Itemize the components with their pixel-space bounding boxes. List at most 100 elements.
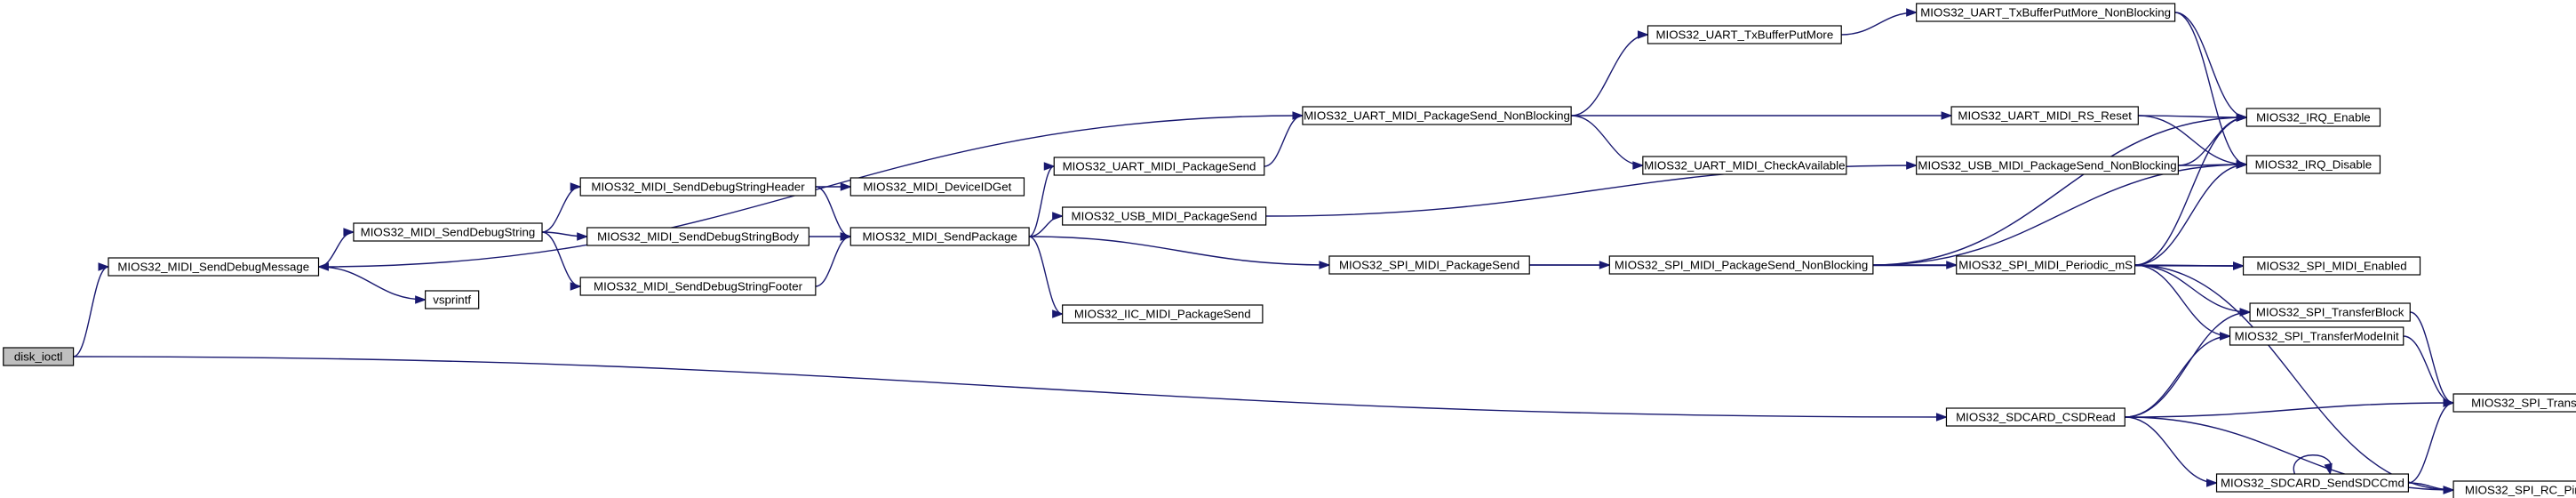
node-box[interactable] xyxy=(3,347,75,366)
node-uart-txbufferputmore[interactable]: MIOS32_UART_TxBufferPutMore xyxy=(1647,25,1842,44)
node-disk-ioctl[interactable]: disk_ioctl xyxy=(3,347,75,366)
node-senddebugstringfooter[interactable]: MIOS32_MIDI_SendDebugStringFooter xyxy=(579,277,817,296)
node-box[interactable] xyxy=(1950,106,2139,125)
node-box[interactable] xyxy=(1916,3,2176,22)
edge-line xyxy=(1841,12,1917,36)
node-label: MIOS32_MIDI_SendDebugStringHeader xyxy=(591,181,805,194)
node-label: MIOS32_MIDI_SendDebugStringBody xyxy=(597,230,799,244)
edge-line xyxy=(2134,264,2454,491)
node-spi-midi-packagesend[interactable]: MIOS32_SPI_MIDI_PackageSend xyxy=(1328,255,1530,275)
node-box[interactable] xyxy=(2215,473,2409,493)
node-uart-midi-packagesend-nonblocking[interactable]: MIOS32_UART_MIDI_PackageSend_NonBlocking xyxy=(1302,106,1572,125)
node-box[interactable] xyxy=(1062,304,1264,324)
node-box[interactable] xyxy=(579,177,817,197)
node-box[interactable] xyxy=(1608,255,1874,275)
arrowhead xyxy=(98,262,110,271)
node-senddebugstringbody[interactable]: MIOS32_MIDI_SendDebugStringBody xyxy=(586,227,809,246)
node-spi-transferblock[interactable]: MIOS32_SPI_TransferBlock xyxy=(2249,302,2411,322)
edge-spi-midi-periodic-ms-to-spi-midi-enabled xyxy=(2134,261,2245,270)
arrowhead xyxy=(343,228,355,237)
edge-uart-midi-packagesend-nonblocking-to-uart-txbufferputmore xyxy=(1571,30,1649,116)
node-senddebugmessage[interactable]: MIOS32_MIDI_SendDebugMessage xyxy=(108,257,320,277)
edge-line xyxy=(2410,311,2454,404)
node-box[interactable] xyxy=(849,177,1025,197)
node-label: MIOS32_SPI_TransferBlock xyxy=(2256,306,2405,319)
node-box[interactable] xyxy=(2452,480,2576,498)
node-sendpackage[interactable]: MIOS32_MIDI_SendPackage xyxy=(849,227,1030,246)
arrowhead xyxy=(1632,161,1645,170)
node-irq-enable[interactable]: MIOS32_IRQ_Enable xyxy=(2245,108,2381,127)
node-uart-txbufferputmore-nonblocking[interactable]: MIOS32_UART_TxBufferPutMore_NonBlocking xyxy=(1916,3,2176,22)
node-uart-midi-rs-reset[interactable]: MIOS32_UART_MIDI_RS_Reset xyxy=(1950,106,2139,125)
node-box[interactable] xyxy=(2245,108,2381,127)
node-senddebugstringheader[interactable]: MIOS32_MIDI_SendDebugStringHeader xyxy=(579,177,817,197)
node-box[interactable] xyxy=(1945,407,2125,427)
node-box[interactable] xyxy=(353,222,543,242)
node-box[interactable] xyxy=(1647,25,1842,44)
node-label: MIOS32_SPI_MIDI_Enabled xyxy=(2256,260,2406,273)
node-box[interactable] xyxy=(1642,156,1847,175)
node-box[interactable] xyxy=(1328,255,1530,275)
node-label: MIOS32_MIDI_SendPackage xyxy=(862,230,1017,244)
node-spi-midi-packagesend-nonblocking[interactable]: MIOS32_SPI_MIDI_PackageSend_NonBlocking xyxy=(1608,255,1874,275)
node-usb-midi-packagesend[interactable]: MIOS32_USB_MIDI_PackageSend xyxy=(1062,206,1267,226)
node-spi-midi-enabled[interactable]: MIOS32_SPI_MIDI_Enabled xyxy=(2242,256,2421,276)
edge-line xyxy=(815,186,851,237)
edge-line xyxy=(1029,236,1329,266)
node-label: MIOS32_SPI_TransferModeInit xyxy=(2235,330,2399,343)
node-label: MIOS32_IIC_MIDI_PackageSend xyxy=(1074,308,1251,321)
node-box[interactable] xyxy=(2229,326,2405,346)
edge-line xyxy=(2408,402,2454,484)
arrowhead xyxy=(1906,161,1918,170)
node-box[interactable] xyxy=(425,290,480,309)
node-sdcard-sendsdccmd[interactable]: MIOS32_SDCARD_SendSDCCmd xyxy=(2215,473,2409,493)
node-box[interactable] xyxy=(586,227,809,246)
node-box[interactable] xyxy=(1916,156,2179,175)
arrowhead xyxy=(2233,261,2245,270)
edge-line xyxy=(2134,264,2244,267)
edge-sdcard-sendsdccmd-to-spi-rc-pinset xyxy=(2408,482,2455,494)
arrowhead xyxy=(1935,413,1948,422)
node-box[interactable] xyxy=(1302,106,1572,125)
edge-line xyxy=(2134,264,2251,313)
edge-sdcard-sendsdccmd-to-sdcard-sendsdccmd xyxy=(2293,454,2333,476)
edge-sendpackage-to-uart-midi-packagesend xyxy=(1028,162,1056,237)
node-spi-transfermodeinit[interactable]: MIOS32_SPI_TransferModeInit xyxy=(2229,326,2405,346)
node-spi-transferbyte[interactable]: MIOS32_SPI_TransferByte xyxy=(2452,393,2576,413)
edge-line xyxy=(2138,115,2247,165)
node-box[interactable] xyxy=(2249,302,2411,322)
edge-uart-midi-packagesend-nonblocking-to-uart-midi-rs-reset xyxy=(1571,111,1953,120)
node-spi-midi-periodic-ms[interactable]: MIOS32_SPI_MIDI_Periodic_mS xyxy=(1956,255,2136,275)
edge-line xyxy=(2125,402,2454,418)
node-box[interactable] xyxy=(579,277,817,296)
node-box[interactable] xyxy=(2245,155,2381,174)
node-box[interactable] xyxy=(1062,206,1267,226)
node-sdcard-csdread[interactable]: MIOS32_SDCARD_CSDRead xyxy=(1945,407,2125,427)
node-iic-midi-packagesend[interactable]: MIOS32_IIC_MIDI_PackageSend xyxy=(1062,304,1264,324)
edge-sdcard-csdread-to-spi-transfermodeinit xyxy=(2125,332,2232,418)
node-box[interactable] xyxy=(849,227,1030,246)
node-vsprintf[interactable]: vsprintf xyxy=(425,290,480,309)
node-label: MIOS32_IRQ_Enable xyxy=(2256,111,2371,124)
node-uart-midi-checkavailable[interactable]: MIOS32_UART_MIDI_CheckAvailable xyxy=(1642,156,1847,175)
node-uart-midi-packagesend[interactable]: MIOS32_UART_MIDI_PackageSend xyxy=(1053,157,1265,176)
node-box[interactable] xyxy=(108,257,320,277)
node-usb-midi-packagesend-nonblocking[interactable]: MIOS32_USB_MIDI_PackageSend_NonBlocking xyxy=(1916,156,2179,175)
arrowhead xyxy=(840,182,852,191)
node-irq-disable[interactable]: MIOS32_IRQ_Disable xyxy=(2245,155,2381,174)
node-box[interactable] xyxy=(1053,157,1265,176)
node-spi-rc-pinset[interactable]: MIOS32_SPI_RC_PinSet xyxy=(2452,480,2576,498)
arrowhead xyxy=(840,232,852,241)
node-box[interactable] xyxy=(2452,393,2576,413)
node-deviceidget[interactable]: MIOS32_MIDI_DeviceIDGet xyxy=(849,177,1025,197)
node-box[interactable] xyxy=(1956,255,2136,275)
edge-line xyxy=(2134,264,2230,337)
node-senddebugstring[interactable]: MIOS32_MIDI_SendDebugString xyxy=(353,222,543,242)
edge-senddebugstring-to-senddebugstringfooter xyxy=(541,231,582,291)
node-box[interactable] xyxy=(2242,256,2421,276)
arrowhead xyxy=(2443,486,2455,494)
edge-senddebugstring-to-senddebugstringheader xyxy=(541,182,582,233)
edge-line xyxy=(1872,116,2247,266)
node-label: MIOS32_SDCARD_CSDRead xyxy=(1956,411,2116,424)
